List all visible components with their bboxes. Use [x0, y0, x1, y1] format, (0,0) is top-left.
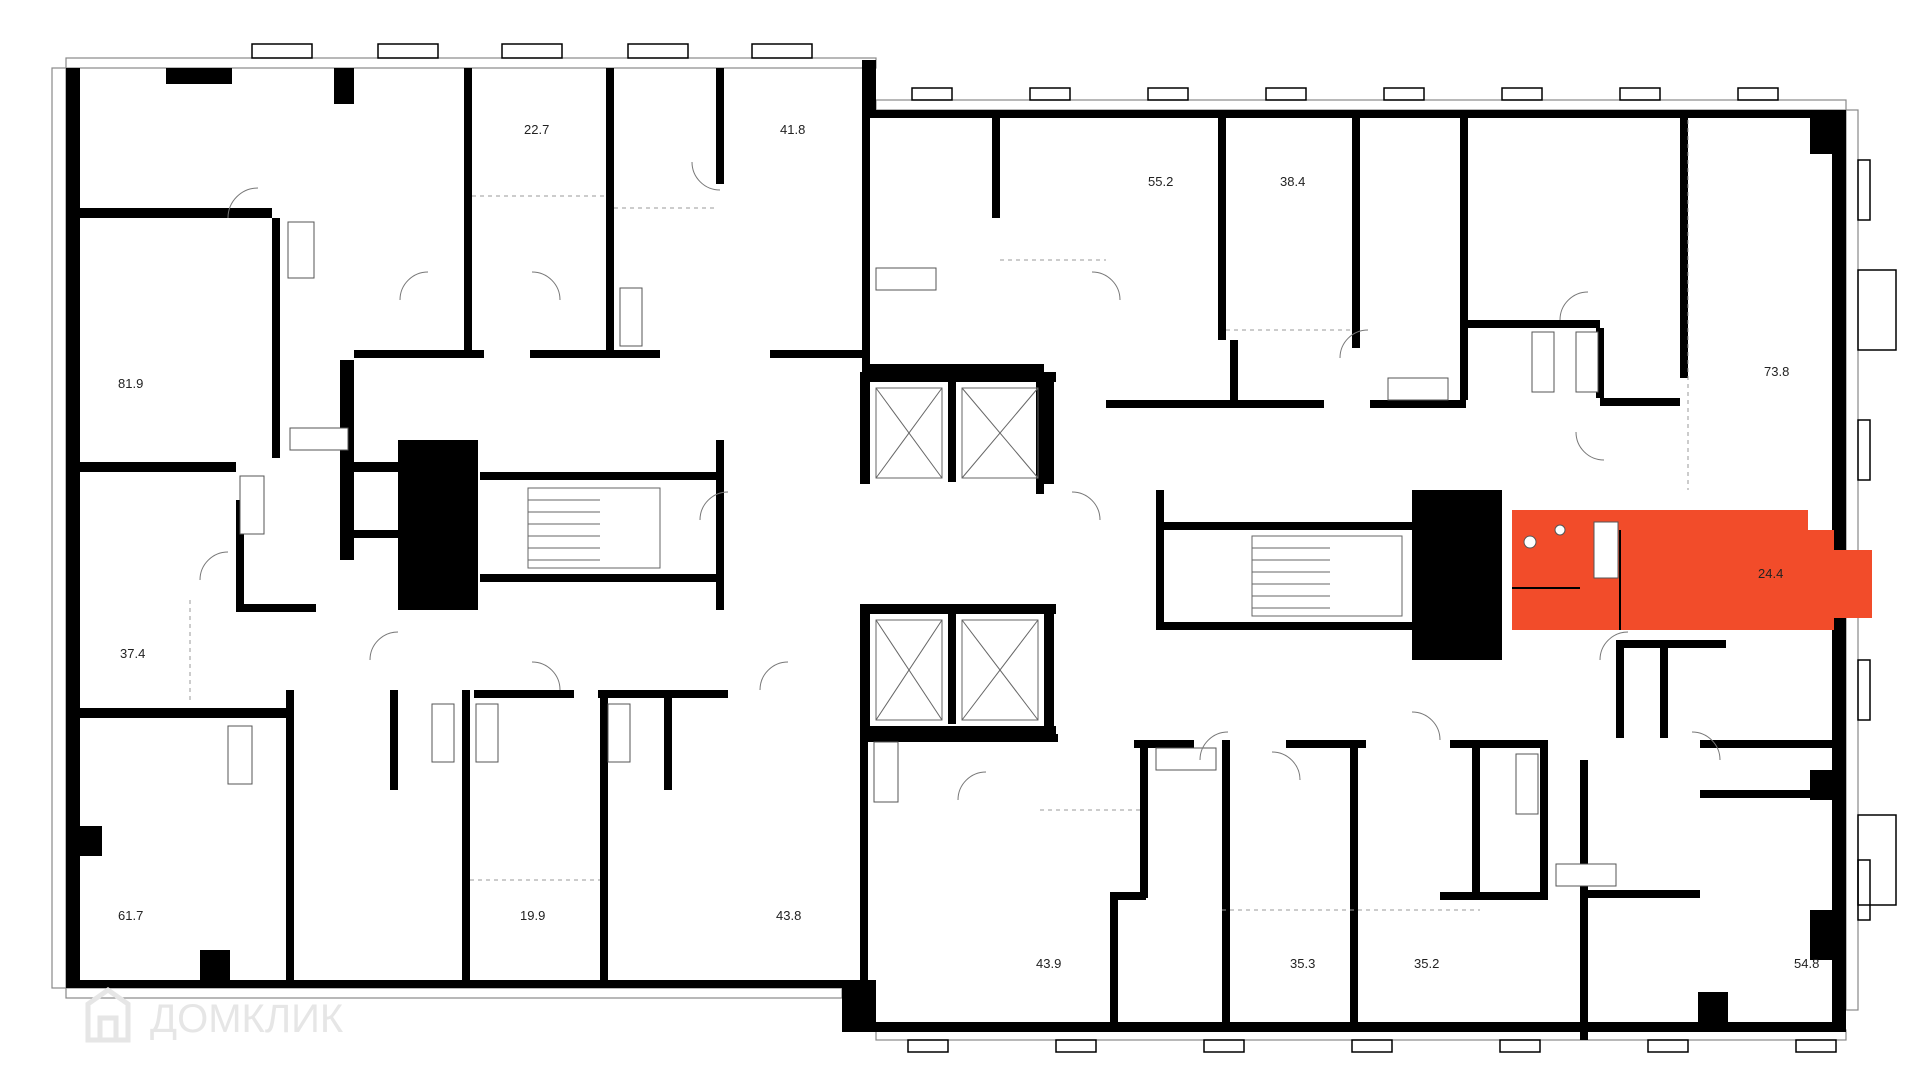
apartment-area-label: 41.8 — [780, 122, 805, 137]
domclick-logo-icon — [85, 986, 131, 1043]
apartment-area-label: 43.9 — [1036, 956, 1061, 971]
apartment-area-label: 22.7 — [524, 122, 549, 137]
staircase-left — [527, 487, 661, 569]
door-swings — [199, 161, 1721, 801]
interior-walls — [66, 68, 1840, 1040]
apartment-area-label: 61.7 — [118, 908, 143, 923]
apartment-area-label: 35.3 — [1290, 956, 1315, 971]
apartment-area-label: 54.8 — [1794, 956, 1819, 971]
apartment-area-label: 55.2 — [1148, 174, 1173, 189]
apartment-area-label: 73.8 — [1764, 364, 1789, 379]
apartment-area-label: 24.4 — [1758, 566, 1783, 581]
apartment-area-label: 35.2 — [1414, 956, 1439, 971]
bathroom-fixtures — [227, 221, 1617, 887]
elevator-shafts — [875, 387, 1039, 721]
apartment-area-label: 37.4 — [120, 646, 145, 661]
apartment-area-label: 19.9 — [520, 908, 545, 923]
watermark: ДОМКЛИК — [85, 986, 344, 1043]
apartment-area-label: 38.4 — [1280, 174, 1305, 189]
dashed-zone-lines — [189, 120, 1689, 911]
apartment-area-label: 43.8 — [776, 908, 801, 923]
watermark-text: ДОМКЛИК — [150, 997, 344, 1041]
area-labels: 81.9 22.7 41.8 55.2 38.4 73.8 24.4 37.4 … — [118, 122, 1819, 971]
staircase-right — [1251, 535, 1403, 617]
highlighted-apartment[interactable] — [1512, 510, 1872, 630]
apartment-area-label: 81.9 — [118, 376, 143, 391]
